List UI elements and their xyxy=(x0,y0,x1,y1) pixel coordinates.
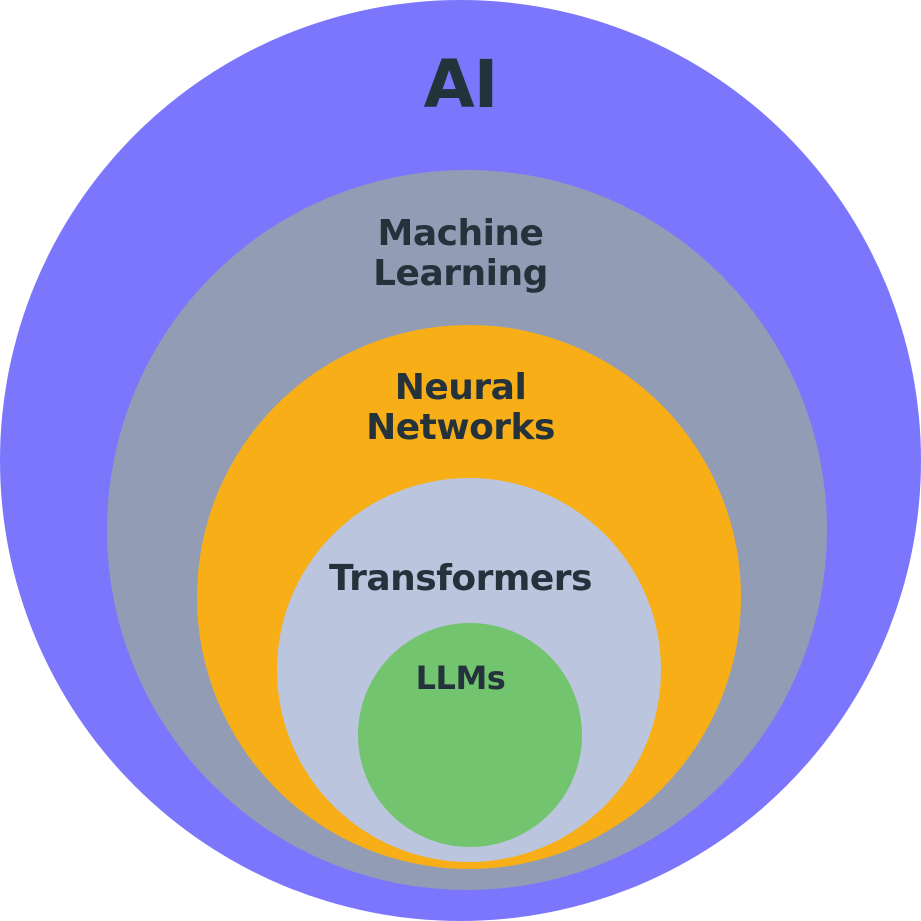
label-transformers: Transformers xyxy=(0,561,921,597)
circle-llms xyxy=(358,623,582,847)
label-neural-networks-line-1: Neural xyxy=(394,367,527,408)
label-neural-networks-line-2: Networks xyxy=(366,407,555,448)
label-llms: LLMs xyxy=(0,662,921,694)
label-transformers-line: Transformers xyxy=(329,558,592,599)
label-ai: AI xyxy=(0,52,921,118)
label-ai-line: AI xyxy=(423,46,499,123)
label-llms-line: LLMs xyxy=(415,659,506,697)
label-machine-learning-line-1: Machine xyxy=(377,213,544,254)
label-machine-learning-line-2: Learning xyxy=(373,253,548,294)
label-neural-networks: Neural Networks xyxy=(0,368,921,448)
label-machine-learning: Machine Learning xyxy=(0,214,921,294)
